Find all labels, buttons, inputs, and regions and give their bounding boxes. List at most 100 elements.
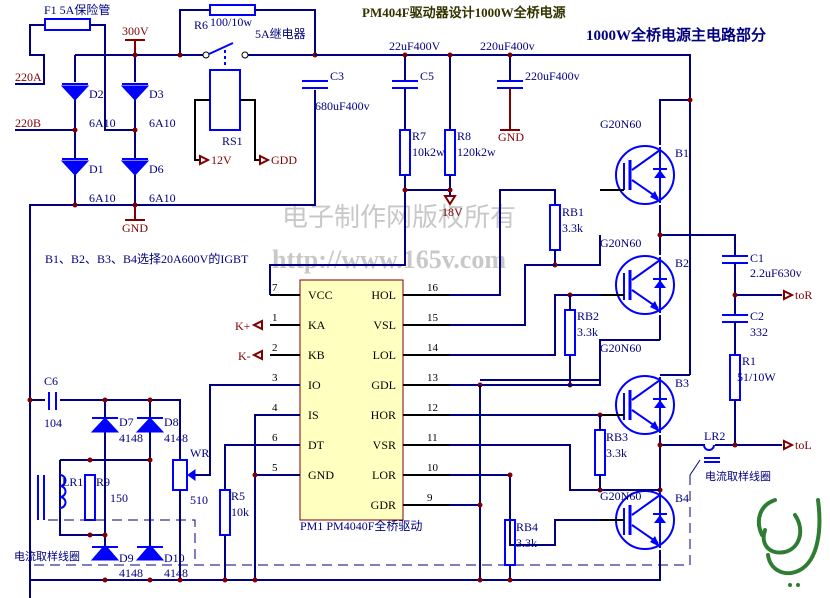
label-d1: D1 (89, 162, 104, 176)
ic-pin-number: 1 (272, 312, 278, 324)
label-lr1: LR1 (62, 475, 83, 489)
ic-pin-label: VSL (373, 318, 396, 332)
junction (87, 532, 93, 538)
label-r5: R5 (231, 489, 245, 503)
ic-pin-label: VCC (308, 288, 333, 302)
label-18v: 18V (442, 205, 463, 219)
junction (507, 472, 513, 478)
relay-contact-left (202, 51, 210, 59)
label-r6-val: 100/10w (210, 15, 252, 29)
junction (87, 457, 93, 463)
wire-wr-io (195, 384, 300, 476)
label-c2: C2 (750, 309, 764, 323)
junction (732, 292, 738, 298)
diagram-title: PM404F驱动器设计1000W全桥电源 (362, 5, 566, 20)
ic-wiring: RB1 3.3k RB2 3.3k RB3 3.3k RB4 3.3k (235, 189, 660, 583)
calligraphy-logo (756, 498, 822, 587)
junction (687, 97, 693, 103)
wire-coil-right (240, 99, 260, 161)
wire-fuse-out (90, 24, 135, 131)
resistor-r9 (84, 474, 96, 521)
label-igbt-ref: B2 (675, 256, 689, 270)
potentiometer-wr (172, 459, 188, 491)
label-rb4-val: 3.3k (516, 536, 537, 550)
relay-switch-arm (208, 42, 234, 55)
wire-b1-collector (659, 99, 690, 145)
label-r1-val: 51/10W (737, 370, 776, 384)
igbt-diode (654, 170, 666, 178)
label-r6: R6 (194, 18, 208, 32)
net-kminus-arrow (251, 349, 263, 361)
ic-pin-label: HOL (371, 288, 396, 302)
label-kplus: K+ (235, 319, 251, 333)
junction (447, 187, 453, 193)
coil-dashed-line (30, 475, 691, 566)
ic-pin-label: GND (308, 468, 334, 482)
label-d2: D2 (89, 87, 104, 101)
bulk-cap-section: C3 680uF400v C5 22uF400V R7 10k2w R8 120… (302, 39, 691, 375)
igbt-collector (631, 149, 661, 171)
label-ic-name: PM1 PM4040F全桥驱动 (300, 518, 422, 533)
wire-vsr (450, 444, 600, 491)
label-r7: R7 (412, 129, 426, 143)
net-kplus-arrow (251, 319, 263, 331)
logo-stroke-3 (756, 498, 777, 537)
junction (402, 52, 408, 58)
label-igbt-ref: B3 (675, 376, 689, 390)
wire-r6-left (179, 9, 210, 55)
label-igbt-part: G20N60 (600, 236, 641, 250)
diode-d9 (90, 544, 120, 561)
label-r1: R1 (742, 354, 756, 368)
label-rb2: RB2 (577, 309, 599, 323)
net-18v-arrow (443, 195, 457, 206)
junction (177, 52, 183, 58)
ic-pin-label: GDL (371, 378, 396, 392)
ic-pin-number: 3 (272, 372, 278, 384)
ic-pin-label: LOR (372, 468, 396, 482)
label-gnd-rect: GND (122, 221, 148, 235)
net-12v-arrow (199, 154, 211, 166)
diode-d7 (90, 417, 120, 433)
ic-pin-number: 12 (427, 402, 438, 414)
ic-pin-label: KA (308, 318, 326, 332)
ic-pin-number: 13 (427, 372, 439, 384)
relay-coil-rs1 (209, 69, 241, 131)
wire-r6-right (255, 9, 316, 55)
ic-pin-label: HOR (371, 408, 396, 422)
ic-pin-label: GDR (371, 498, 396, 512)
igbt-arrow (650, 421, 660, 432)
wire-dt-r5 (224, 444, 300, 490)
relay-contact-right (241, 51, 249, 59)
junction (447, 52, 453, 58)
label-d7-val: 4148 (119, 431, 143, 445)
wire-lol (450, 294, 600, 356)
label-wr-val: 510 (190, 493, 208, 507)
junction (102, 532, 108, 538)
label-d9-val: 4148 (119, 566, 143, 580)
label-rb4: RB4 (516, 520, 538, 534)
label-c5: C5 (420, 69, 434, 83)
resistor-r6 (209, 4, 256, 16)
ic-pin-number: 10 (427, 462, 439, 474)
label-igbt-part: G20N60 (600, 341, 641, 355)
junction (147, 457, 153, 463)
watermark-line1: 电子制作网版权所有 (282, 203, 516, 233)
label-c4-val: 220uF400v (480, 39, 535, 53)
junction (177, 577, 183, 583)
wire-coil-left (194, 99, 210, 161)
igbt-diode (654, 515, 666, 523)
ic-pin-label: KB (308, 348, 325, 362)
label-c1: C1 (750, 251, 764, 265)
label-lr2: LR2 (704, 429, 725, 443)
label-c3: C3 (330, 69, 344, 83)
diagram-subtitle: 1000W全桥电源主电路部分 (586, 26, 766, 44)
junction (477, 577, 483, 583)
label-220b: 220B (15, 116, 41, 130)
wire-mid-left (660, 234, 736, 255)
diode-d3 (120, 85, 150, 101)
ic-pin-number: 6 (272, 432, 278, 444)
label-c3-val: 680uF400v (315, 99, 370, 113)
label-coil-lr2: 电流取样线圈 (705, 469, 771, 483)
diode-d1 (60, 160, 90, 176)
relay-section: R6 100/10w 5A继电器 RS1 12V GDD (177, 4, 318, 167)
